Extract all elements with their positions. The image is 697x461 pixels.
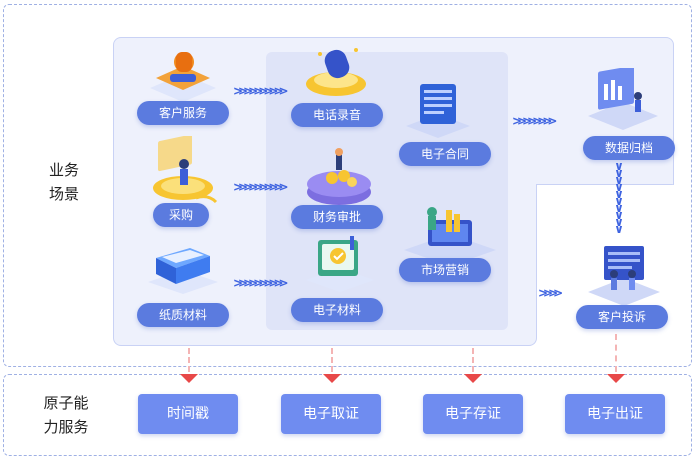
capability-evidence-collection: 电子取证 xyxy=(281,394,381,434)
drop-arrow-1 xyxy=(180,374,198,383)
drop-line-3 xyxy=(472,348,476,372)
atomic-capability-frame xyxy=(3,374,692,456)
customer-complaint-icon xyxy=(588,246,660,306)
capability-evidence-issuance: 电子出证 xyxy=(565,394,665,434)
node-customer-service: 客户服务 xyxy=(137,101,229,125)
business-scenario-label: 业务 场景 xyxy=(29,158,99,206)
electronic-contract-icon xyxy=(406,84,470,138)
arrow-procurement-to-approval: >>>>>>>>>> xyxy=(233,180,289,194)
arrow-customer-to-recording: >>>>>>>>>> xyxy=(233,84,289,98)
node-marketing: 市场营销 xyxy=(399,258,491,282)
node-financial-approval: 财务审批 xyxy=(291,205,383,229)
business-label-line1: 业务 xyxy=(48,161,79,179)
capability-timestamp: 时间戳 xyxy=(138,394,238,434)
node-electronic-material: 电子材料 xyxy=(291,298,383,322)
business-scenario-frame xyxy=(3,4,692,367)
drop-arrow-3 xyxy=(464,374,482,383)
arrow-paper-to-electronic: >>>>>>>>>> xyxy=(233,276,289,290)
paper-material-icon xyxy=(148,248,218,294)
drop-line-4 xyxy=(615,334,619,372)
arrow-processing-to-archiving: >>>>>>>> xyxy=(512,114,557,128)
electronic-material-icon xyxy=(306,236,374,292)
processing-panel xyxy=(266,52,508,330)
arrow-archiving-to-complaint: ∨∨∨∨∨∨∨∨∨∨ xyxy=(614,159,624,236)
drop-line-2 xyxy=(331,348,335,372)
arrow-to-complaint: >>>> xyxy=(538,286,563,300)
drop-arrow-2 xyxy=(323,374,341,383)
customer-service-icon xyxy=(150,52,216,102)
node-paper-material: 纸质材料 xyxy=(137,303,229,327)
data-archiving-icon xyxy=(588,68,658,130)
capability-evidence-storage: 电子存证 xyxy=(423,394,523,434)
financial-approval-icon xyxy=(307,148,371,205)
procurement-icon xyxy=(153,136,218,204)
atomic-label-line1: 原子能 xyxy=(43,394,89,412)
node-customer-complaint: 客户投诉 xyxy=(576,305,668,329)
atomic-label-line2: 力服务 xyxy=(43,418,89,436)
scenario-panel-edge xyxy=(536,184,673,185)
node-data-archiving: 数据归档 xyxy=(583,136,675,160)
business-label-line2: 场景 xyxy=(48,185,79,203)
atomic-capability-label: 原子能 力服务 xyxy=(31,391,101,439)
node-electronic-contract: 电子合同 xyxy=(399,142,491,166)
drop-line-1 xyxy=(188,348,192,372)
drop-arrow-4 xyxy=(607,374,625,383)
node-procurement: 采购 xyxy=(153,203,209,227)
node-call-recording: 电话录音 xyxy=(291,103,383,127)
call-recording-icon xyxy=(306,48,366,96)
